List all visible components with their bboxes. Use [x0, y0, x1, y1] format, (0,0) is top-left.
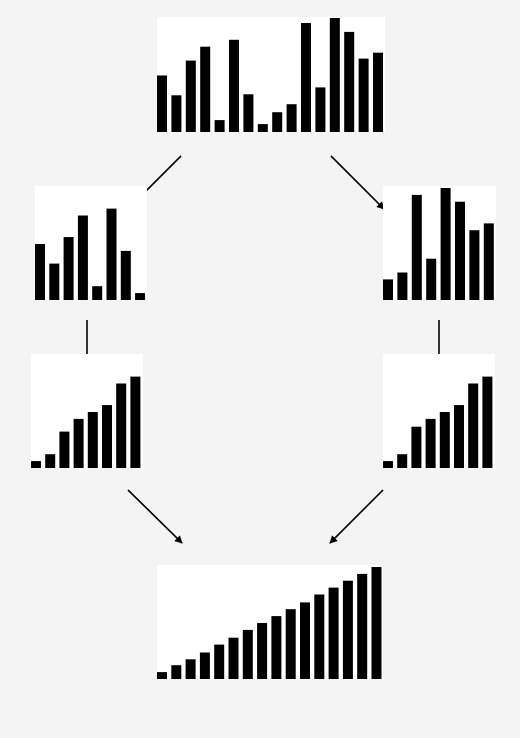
bar [483, 223, 494, 300]
bar [469, 230, 480, 300]
bar [373, 52, 383, 133]
bar [73, 418, 84, 468]
bar [92, 286, 103, 300]
bar [229, 39, 239, 132]
bar [257, 623, 268, 679]
bar [87, 412, 98, 468]
bar [455, 201, 465, 300]
bar [440, 188, 451, 300]
bar [49, 263, 60, 300]
bar [102, 405, 112, 468]
panel-unsorted-full [157, 17, 385, 133]
bar [185, 60, 196, 132]
bar [454, 405, 464, 468]
bar [344, 31, 355, 132]
arrow-split-right [330, 155, 385, 210]
bar [358, 58, 369, 132]
arrow-merge-left [127, 489, 183, 544]
bar [425, 418, 436, 468]
bar [200, 46, 211, 133]
bar [286, 104, 297, 132]
panel-merged-sorted [157, 565, 383, 679]
bar [171, 665, 182, 679]
bar [63, 237, 74, 300]
bar [59, 431, 70, 468]
bar [411, 426, 422, 468]
bar [214, 644, 225, 679]
bar [157, 75, 167, 132]
bar [130, 376, 141, 468]
panels-layer [31, 17, 496, 679]
bar [157, 672, 167, 679]
bar [383, 461, 393, 468]
bar [242, 629, 253, 679]
bar [185, 659, 196, 679]
bar [329, 18, 340, 132]
bar [482, 376, 493, 468]
bar [199, 652, 210, 679]
bar [106, 208, 117, 300]
bar [397, 454, 408, 468]
arrow-merge-right [329, 489, 384, 544]
bar [328, 587, 339, 679]
bar [120, 250, 131, 300]
bar [314, 594, 325, 679]
bar [285, 609, 296, 679]
bar [357, 573, 368, 679]
bar [45, 454, 56, 468]
panel-right-half-sorted [383, 354, 495, 468]
bar [171, 95, 182, 132]
bar [271, 616, 282, 679]
bar [116, 383, 127, 468]
bar [77, 215, 88, 300]
bar [315, 87, 326, 132]
bar [468, 383, 479, 468]
bar [35, 244, 45, 300]
bar [301, 23, 311, 132]
bar [411, 194, 422, 300]
bar [228, 637, 239, 679]
bar [397, 272, 408, 300]
bar [31, 461, 41, 468]
bar [371, 567, 382, 679]
bar [426, 258, 437, 300]
bar [243, 94, 254, 132]
bar [383, 279, 393, 300]
bar [439, 412, 450, 468]
bar [257, 124, 268, 132]
panel-left-half [35, 186, 147, 300]
bar [342, 580, 353, 679]
bar [135, 293, 146, 300]
panel-right-half [383, 186, 496, 300]
bar [300, 602, 310, 679]
bar [272, 112, 283, 132]
bar [214, 120, 225, 132]
panel-left-half-sorted [31, 354, 143, 468]
